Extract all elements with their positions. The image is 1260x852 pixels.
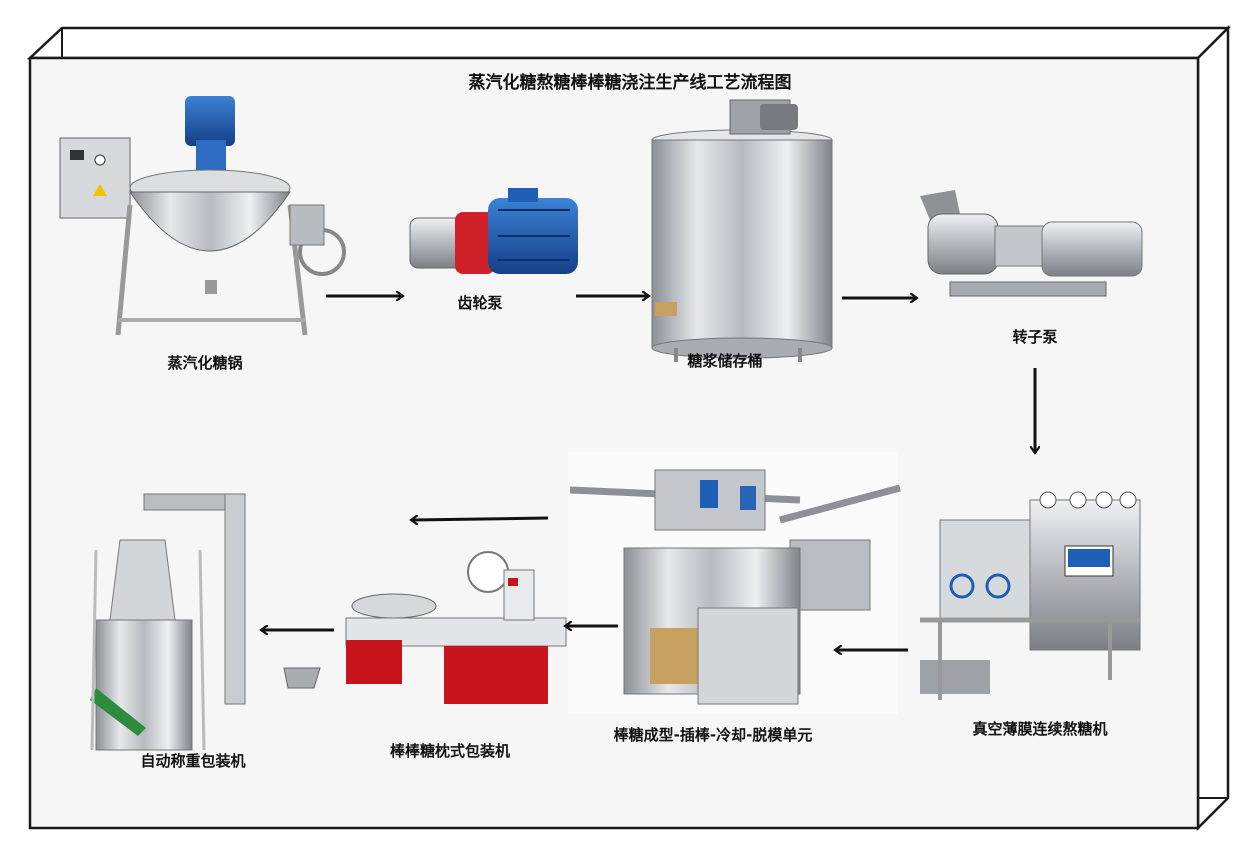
label-gear-pump: 齿轮泵 <box>457 294 503 312</box>
weighing-packing-machine-illustration <box>90 493 321 751</box>
sugar-dissolving-pot-illustration <box>59 96 346 336</box>
label-rotor-pump: 转子泵 <box>1012 328 1058 346</box>
diagram-title: 蒸汽化糖熬糖棒棒糖浇注生产线工艺流程图 <box>468 73 792 93</box>
label-forming-unit: 棒糖成型-插棒-冷却-脱模单元 <box>613 726 813 744</box>
syrup-storage-tank-illustration <box>651 99 833 362</box>
label-sugar-dissolving-pot: 蒸汽化糖锅 <box>167 354 243 372</box>
label-weighing-packing-machine: 自动称重包装机 <box>140 752 246 770</box>
label-pillow-packing-machine: 棒棒糖枕式包装机 <box>389 742 510 760</box>
vacuum-film-cooker-illustration <box>920 491 1141 700</box>
forming-unit-illustration <box>568 452 901 714</box>
rotor-pump-illustration <box>920 190 1143 297</box>
pillow-packing-machine-illustration <box>345 551 567 704</box>
label-syrup-storage-tank: 糖浆储存桶 <box>687 352 763 370</box>
gear-pump-illustration <box>409 188 578 274</box>
label-vacuum-film-cooker: 真空薄膜连续熬糖机 <box>972 720 1108 738</box>
arrow-forming-to-pillow-pack-top <box>412 518 549 520</box>
flow-arrows <box>262 296 1035 650</box>
